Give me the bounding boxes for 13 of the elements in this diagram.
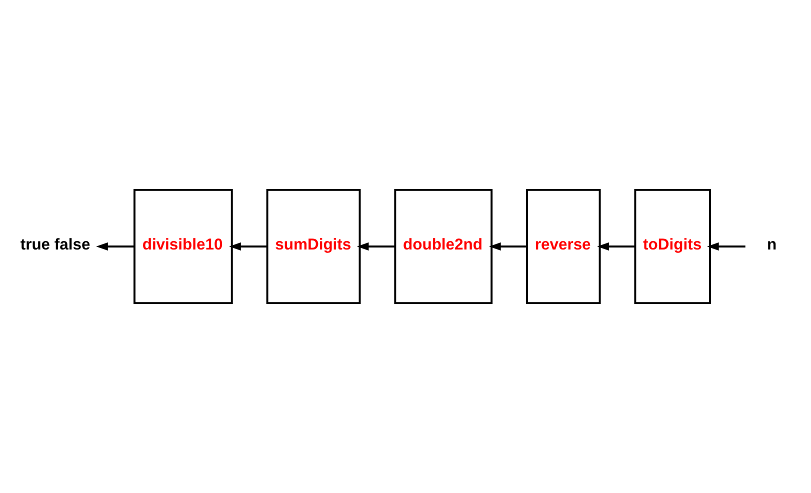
arrow — [229, 242, 268, 251]
node-box: toDigits — [634, 188, 711, 304]
node-text: n — [767, 236, 777, 254]
node-box: reverse — [526, 188, 601, 304]
arrow — [96, 242, 134, 251]
arrow — [489, 242, 527, 251]
node-text: true false — [20, 236, 90, 254]
arrow — [597, 242, 635, 251]
node-box: divisible10 — [134, 188, 233, 304]
arrow — [707, 242, 746, 251]
node-box: sumDigits — [266, 188, 361, 304]
arrow — [356, 242, 396, 251]
node-box: double2nd — [394, 188, 493, 304]
